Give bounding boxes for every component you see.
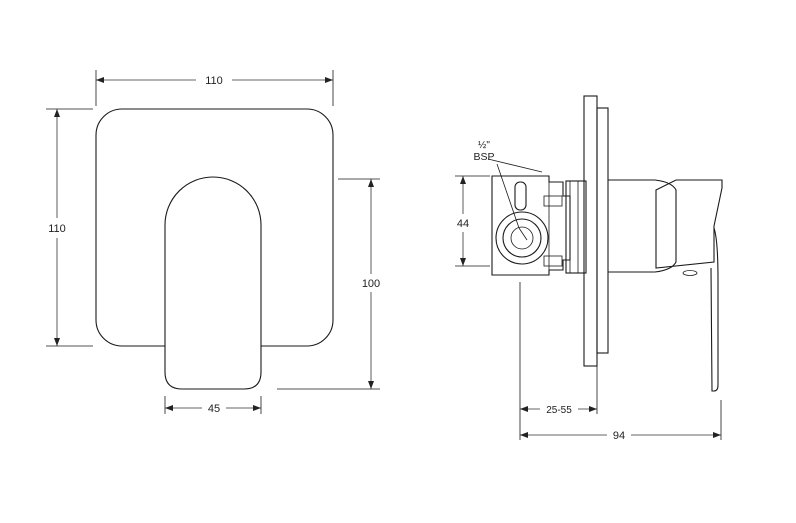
valve-body — [491, 175, 571, 276]
thread-fraction-label: ½" — [478, 140, 490, 151]
thread-type-label: BSP — [473, 151, 494, 163]
cover-plate-edge — [596, 107, 609, 354]
dim-inlet-height: 44 — [457, 218, 469, 230]
dim-overall-depth: 94 — [613, 430, 625, 442]
front-view — [95, 108, 334, 390]
dim-front-width: 110 — [205, 75, 223, 87]
dim-wall-depth: 25-55 — [546, 405, 572, 416]
side-annotations: ½" BSP 44 25-55 94 — [455, 140, 722, 442]
inlet-port — [495, 211, 549, 265]
dim-front-height: 110 — [48, 223, 66, 235]
front-dimensions: 110 110 100 45 — [46, 70, 380, 415]
dim-lever-width: 45 — [208, 403, 220, 415]
threaded-collar — [565, 180, 587, 274]
dim-lever-height: 100 — [362, 278, 380, 290]
side-view — [487, 95, 723, 392]
lever-side-profile — [655, 179, 723, 269]
lever-handle — [164, 176, 262, 390]
